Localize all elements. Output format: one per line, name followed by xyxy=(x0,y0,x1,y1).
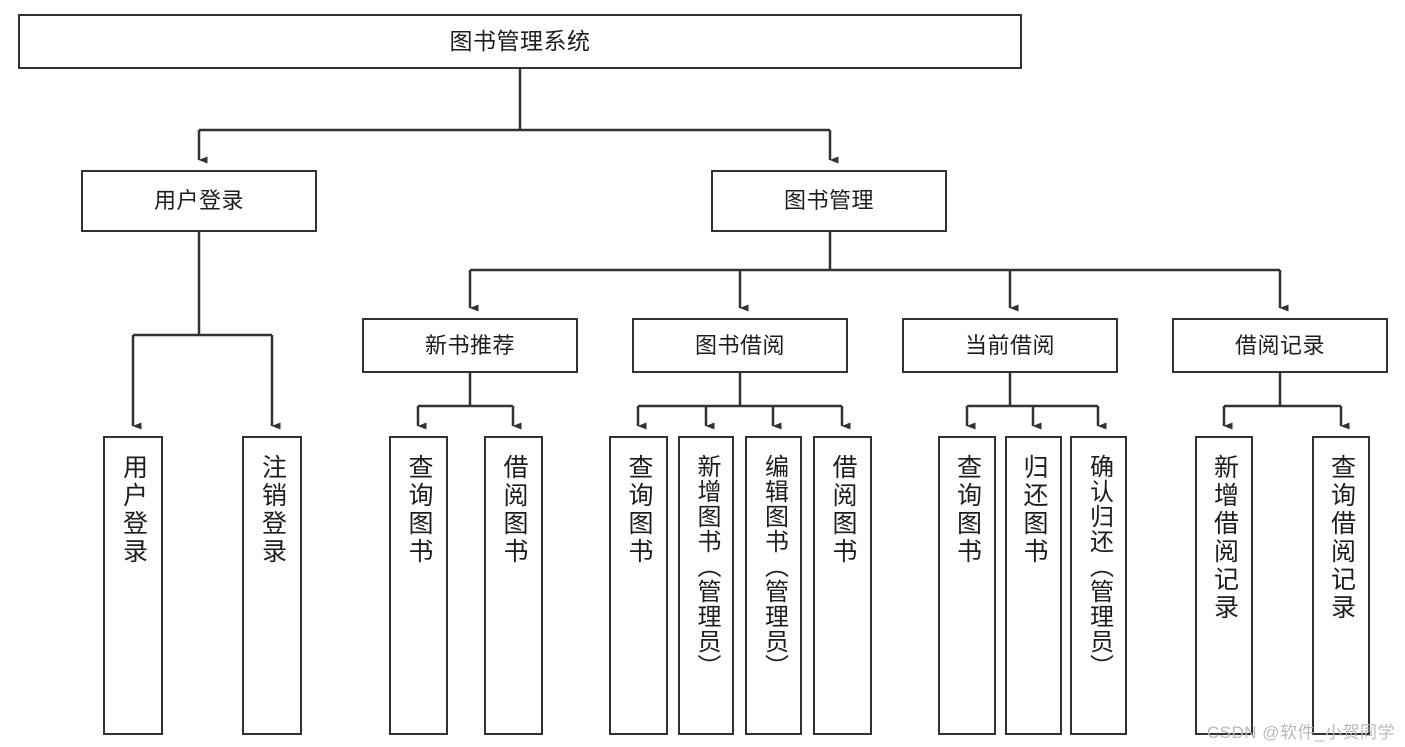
leaf-user-login[interactable]: 用户登录 xyxy=(103,436,163,735)
leaf-query-book-recommend[interactable]: 查询图书 xyxy=(389,436,448,735)
leaf-borrow-book[interactable]: 借阅图书 xyxy=(813,436,872,735)
node-label: 图书管理系统 xyxy=(449,28,591,55)
node-label: 新增借阅记录 xyxy=(1210,454,1239,622)
leaf-query-book-borrow[interactable]: 查询图书 xyxy=(609,436,668,735)
node-new-book-recommend[interactable]: 新书推荐 xyxy=(362,318,578,373)
node-book-management[interactable]: 图书管理 xyxy=(711,170,947,232)
node-label: 归还图书 xyxy=(1020,454,1048,566)
leaf-return-book[interactable]: 归还图书 xyxy=(1005,436,1062,735)
leaf-add-book-admin[interactable]: 新增图书（管理员） xyxy=(678,436,734,735)
leaf-query-borrow-record[interactable]: 查询借阅记录 xyxy=(1312,436,1370,735)
node-label: 查询图书 xyxy=(953,454,982,566)
node-label: 编辑图书（管理员） xyxy=(760,454,788,679)
node-label: 查询图书 xyxy=(405,454,433,566)
node-borrow-record[interactable]: 借阅记录 xyxy=(1172,318,1388,373)
node-label: 用户登录 xyxy=(119,454,148,566)
leaf-logout[interactable]: 注销登录 xyxy=(242,436,302,735)
node-label: 确认归还（管理员） xyxy=(1085,454,1113,679)
node-label: 图书管理 xyxy=(783,188,874,214)
node-label: 当前借阅 xyxy=(964,332,1055,358)
node-label: 注销登录 xyxy=(258,454,287,566)
node-label: 图书借阅 xyxy=(694,332,785,358)
leaf-borrow-book-recommend[interactable]: 借阅图书 xyxy=(484,436,543,735)
leaf-confirm-return-admin[interactable]: 确认归还（管理员） xyxy=(1070,436,1127,735)
node-label: 借阅记录 xyxy=(1234,332,1325,358)
node-label: 新书推荐 xyxy=(424,332,515,358)
node-user-login[interactable]: 用户登录 xyxy=(81,170,317,232)
node-label: 查询图书 xyxy=(625,454,653,566)
leaf-edit-book-admin[interactable]: 编辑图书（管理员） xyxy=(745,436,802,735)
node-label: 新增图书（管理员） xyxy=(693,454,720,679)
node-current-borrow[interactable]: 当前借阅 xyxy=(902,318,1118,373)
csdn-watermark: CSDN @软件_小贺同学 xyxy=(1206,723,1395,742)
leaf-query-book-current[interactable]: 查询图书 xyxy=(938,436,996,735)
node-book-borrow[interactable]: 图书借阅 xyxy=(632,318,848,373)
node-label: 借阅图书 xyxy=(500,454,528,566)
node-label: 借阅图书 xyxy=(829,454,857,566)
leaf-add-borrow-record[interactable]: 新增借阅记录 xyxy=(1195,436,1253,735)
node-label: 用户登录 xyxy=(153,188,244,214)
node-root-system[interactable]: 图书管理系统 xyxy=(18,14,1022,69)
node-label: 查询借阅记录 xyxy=(1327,454,1356,622)
